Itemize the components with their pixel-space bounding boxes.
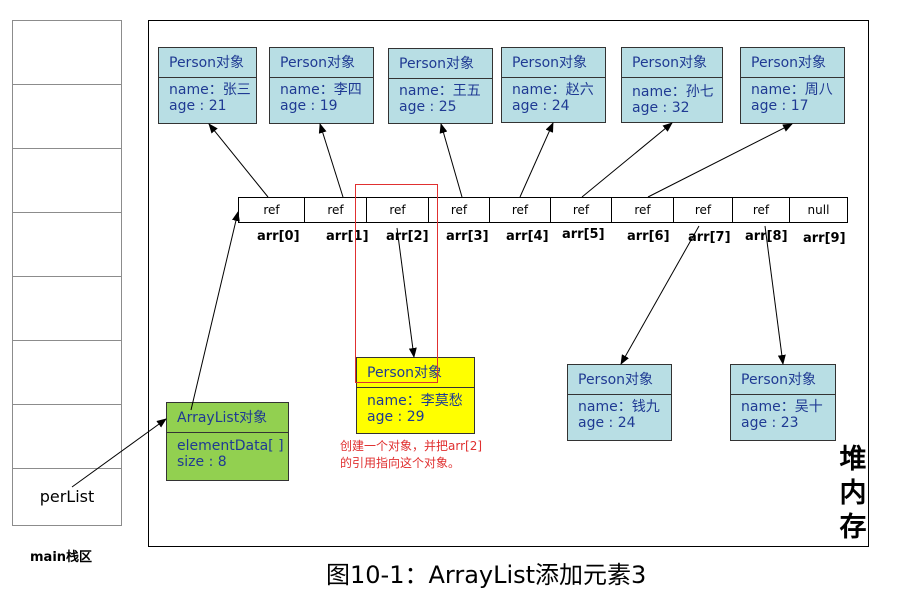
annotation-line: 的引用指向这个对象。	[340, 456, 461, 470]
arrow-arr7-to-person7	[620, 225, 700, 365]
array-index-7: arr[7]	[688, 230, 731, 245]
stack-slot	[13, 85, 121, 149]
array-index-4: arr[4]	[506, 229, 549, 244]
arrow-arr0-to-person0	[208, 123, 269, 198]
arrow-arr8-to-person8	[764, 225, 786, 365]
heap-label-char: 存	[839, 512, 867, 543]
object-age-field: age : 25	[399, 99, 457, 115]
annotation-line: 创建一个对象，并把arr[2]	[340, 439, 483, 453]
person-object-0: Person对象 name：张三 age : 21	[158, 47, 257, 124]
object-age-field: age : 19	[280, 98, 338, 114]
main-stack-label: main栈区	[30, 550, 93, 565]
arrow-arr3-to-person2	[439, 123, 463, 198]
array-cell-8: ref	[732, 197, 790, 223]
array-index-9: arr[9]	[803, 231, 846, 246]
array-index-1: arr[1]	[326, 229, 369, 244]
person-object-5: Person对象 name：周八 age : 17	[740, 47, 845, 124]
object-age-field: age : 21	[169, 98, 227, 114]
object-name-field: name：王五	[399, 83, 481, 99]
object-header: ArrayList对象	[167, 403, 288, 433]
object-age-field: age : 32	[632, 100, 690, 116]
arrow-arraylist-to-array	[190, 211, 240, 411]
object-header: Person对象	[731, 365, 835, 395]
object-header: Person对象	[389, 49, 492, 79]
object-name-field: name：吴十	[741, 399, 823, 415]
stack-slot	[13, 213, 121, 277]
object-age-field: age : 23	[741, 415, 799, 431]
person-object-4: Person对象 name：孙七 age : 32	[621, 47, 723, 123]
arrow-arr6-to-person5	[647, 123, 793, 198]
array-cell-2: ref	[366, 197, 429, 223]
object-header: Person对象	[159, 48, 256, 78]
array-cell-1: ref	[304, 197, 367, 223]
stack-slot	[13, 405, 121, 469]
object-age-field: age : 29	[367, 409, 425, 425]
person-object-7: Person对象 name：钱九 age : 24	[567, 364, 672, 441]
heap-region	[148, 20, 869, 547]
object-name-field: name：钱九	[578, 399, 660, 415]
arrow-arr1-to-person1	[318, 123, 344, 198]
array-cell-5: ref	[550, 197, 612, 223]
object-age-field: age : 24	[578, 415, 636, 431]
object-name-field: name：张三	[169, 82, 251, 98]
heap-label: 堆 内 存	[836, 443, 870, 545]
person-object-2: Person对象 name：王五 age : 25	[388, 48, 493, 124]
object-header: Person对象	[270, 48, 373, 78]
size-field: size : 8	[177, 454, 227, 470]
arrow-perlist-to-arraylist	[71, 418, 167, 488]
elementdata-field: elementData[ ]	[177, 438, 284, 454]
perlist-variable: perList	[39, 487, 95, 506]
object-age-field: age : 17	[751, 98, 809, 114]
figure-caption: 图10-1：ArrayList添加元素3	[326, 561, 647, 589]
array-index-5: arr[5]	[562, 227, 605, 242]
new-person-object: Person对象 name：李莫愁 age : 29	[356, 357, 475, 434]
stack-slot	[13, 277, 121, 341]
array-cell-7: ref	[673, 197, 733, 223]
heap-label-char: 内	[839, 478, 867, 509]
arrow-arr5-to-person4	[581, 122, 673, 198]
annotation-note: 创建一个对象，并把arr[2] 的引用指向这个对象。	[340, 438, 482, 472]
object-age-field: age : 24	[512, 98, 570, 114]
array-cell-6: ref	[611, 197, 674, 223]
object-header: Person对象	[622, 48, 722, 78]
array-cell-3: ref	[428, 197, 490, 223]
person-object-8: Person对象 name：吴十 age : 23	[730, 364, 836, 441]
object-name-field: name：李四	[280, 82, 362, 98]
array-index-3: arr[3]	[446, 229, 489, 244]
object-name-field: name：孙七	[632, 84, 714, 100]
array-index-2: arr[2]	[386, 229, 429, 244]
heap-label-char: 堆	[839, 444, 867, 475]
object-name-field: name：周八	[751, 82, 833, 98]
array-cell-0: ref	[238, 197, 305, 223]
array-index-0: arr[0]	[257, 229, 300, 244]
arrow-arr4-to-person3	[519, 122, 554, 198]
person-object-1: Person对象 name：李四 age : 19	[269, 47, 374, 124]
object-header: Person对象	[568, 365, 671, 395]
arrow-arr2-to-new-object	[396, 227, 417, 358]
arraylist-object: ArrayList对象 elementData[ ] size : 8	[166, 402, 289, 481]
main-stack-frame	[12, 20, 122, 526]
stack-slot	[13, 149, 121, 213]
object-name-field: name：赵六	[512, 82, 594, 98]
array-index-6: arr[6]	[627, 229, 670, 244]
array-cell-9: null	[789, 197, 848, 223]
object-name-field: name：李莫愁	[367, 393, 463, 409]
object-header: Person对象	[502, 48, 605, 78]
stack-slot	[13, 21, 121, 85]
object-header: Person对象	[741, 48, 844, 78]
person-object-3: Person对象 name：赵六 age : 24	[501, 47, 606, 123]
arr2-highlight-frame	[355, 184, 438, 383]
object-header: Person对象	[357, 358, 474, 388]
stack-slot	[13, 341, 121, 405]
